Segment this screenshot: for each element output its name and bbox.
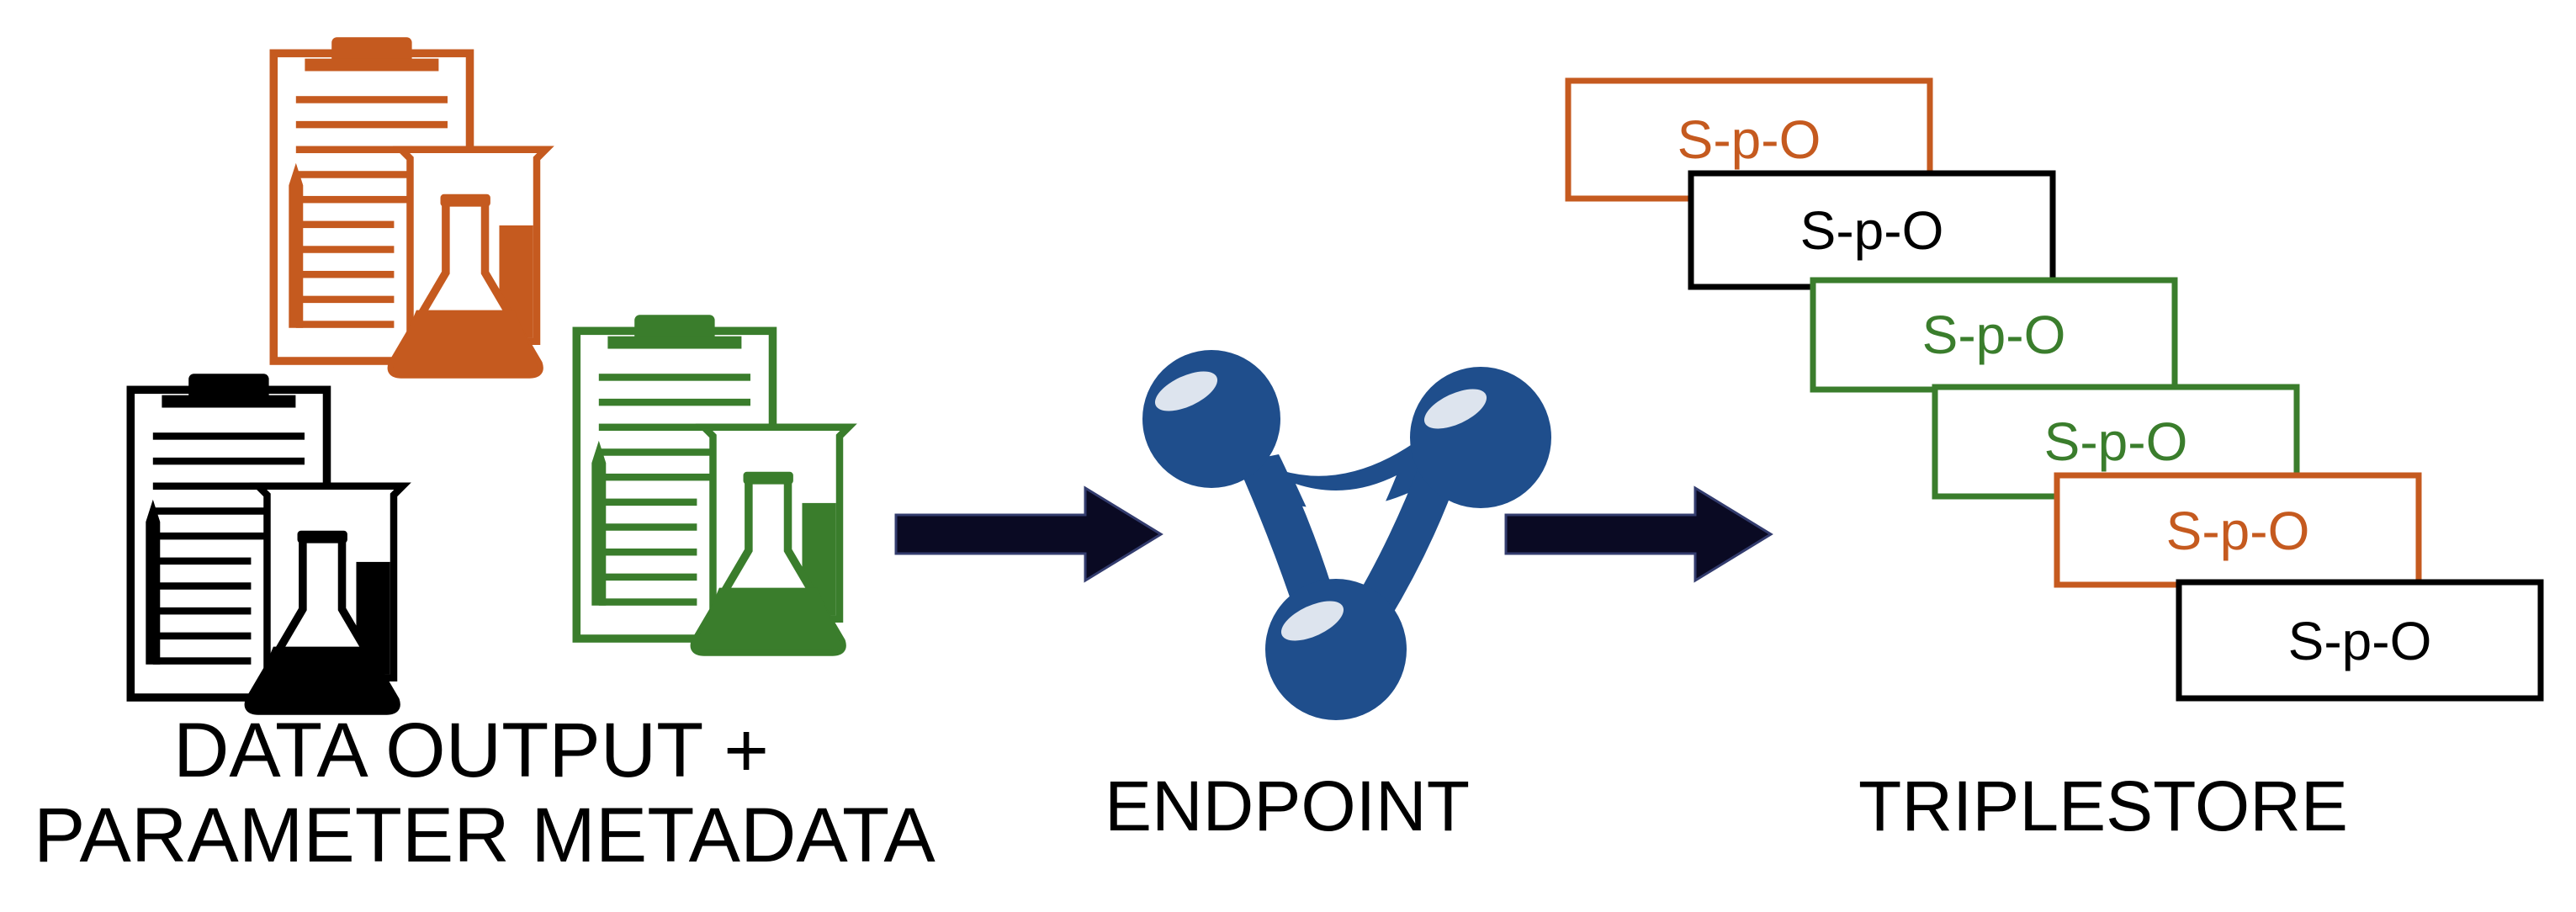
triple-label: S-p-O (2166, 501, 2310, 561)
document-icon-green (576, 315, 848, 652)
endpoint-caption: ENDPOINT (1104, 766, 1471, 846)
triple-box: S-p-O (1810, 277, 2178, 393)
triple-label: S-p-O (2044, 411, 2188, 472)
document-icon-black (130, 374, 402, 711)
arrow-right-icon (1504, 485, 1773, 583)
triplestore-caption: TRIPLESTORE (1858, 766, 2348, 846)
data-output-caption: DATA OUTPUT + PARAMETER METADATA (34, 708, 936, 879)
data-output-caption-line1: DATA OUTPUT + (172, 708, 769, 793)
triple-label: S-p-O (1922, 305, 2066, 365)
triple-box: S-p-O (2176, 579, 2544, 702)
triple-label: S-p-O (1678, 109, 1821, 170)
arrow-right-icon (894, 485, 1163, 583)
triple-box: S-p-O (1688, 170, 2056, 290)
sparql-endpoint-icon (1142, 350, 1551, 720)
triple-box: S-p-O (2054, 472, 2422, 588)
data-output-caption-line2: PARAMETER METADATA (34, 793, 936, 879)
triple-label: S-p-O (1800, 200, 1944, 261)
triple-label: S-p-O (2288, 611, 2432, 671)
document-icon-orange (273, 37, 545, 374)
